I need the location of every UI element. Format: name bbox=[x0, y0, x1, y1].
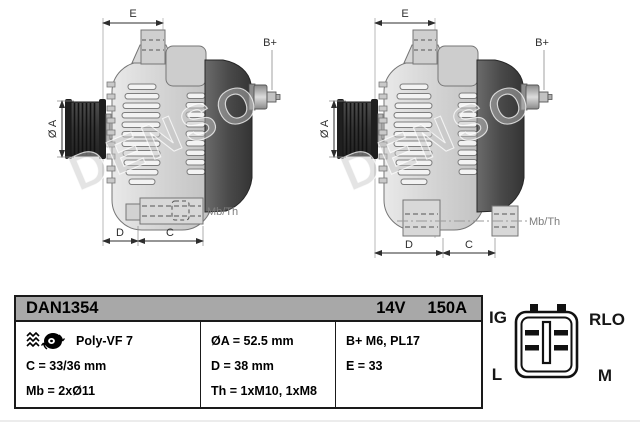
dia-a-label: Ø A bbox=[47, 119, 59, 138]
belt-type-cell: Poly-VF 7 bbox=[16, 328, 200, 353]
voltage-rating: 14V bbox=[376, 299, 406, 317]
belt-type-value: Poly-VF 7 bbox=[76, 333, 133, 348]
connector-plug-icon bbox=[514, 304, 579, 379]
left-view: DENSO E B+ Ø A D C Mb/Th bbox=[47, 8, 281, 246]
page-edge-divider bbox=[0, 420, 640, 422]
d-dimension-label: D bbox=[405, 239, 413, 251]
pulley-diameter-cell: ØA = 52.5 mm bbox=[211, 333, 294, 348]
d-dim-cell: D = 38 mm bbox=[211, 358, 274, 373]
thread-cell: Th = 1xM10, 1xM8 bbox=[211, 384, 317, 399]
b-terminal-cell: B+ M6, PL17 bbox=[346, 333, 420, 348]
pin-label-m: M bbox=[598, 366, 612, 385]
alternator-drawings: DENSO E B+ Ø A D C Mb/Th bbox=[47, 8, 560, 258]
connector-pinout: IG RLO L M bbox=[489, 304, 625, 385]
pin-label-l: L bbox=[492, 365, 502, 384]
d-dimension-label: D bbox=[116, 227, 124, 239]
mounting-cell: Mb = 2xØ11 bbox=[26, 384, 96, 399]
pin-label-rlo: RLO bbox=[589, 310, 625, 329]
e-dimension-label: E bbox=[401, 8, 408, 20]
belt-profile-icon bbox=[26, 331, 40, 347]
c-dim-cell: C = 33/36 mm bbox=[26, 358, 107, 373]
spec-table: DAN1354 14V 150A bbox=[14, 295, 483, 409]
c-dimension-label: C bbox=[166, 227, 174, 239]
e-dim-cell: E = 33 bbox=[346, 358, 383, 373]
spec-table-header: DAN1354 14V 150A bbox=[16, 297, 481, 322]
mb-th-label: Mb/Th bbox=[207, 206, 238, 218]
pulley-icon bbox=[40, 332, 66, 350]
b-plus-label: B+ bbox=[263, 37, 277, 49]
right-bottom-lugs bbox=[402, 199, 519, 237]
spec-column-3: B+ M6, PL17 E = 33 bbox=[335, 322, 481, 407]
spec-table-body: Poly-VF 7 C = 33/36 mm Mb = 2xØ11 ØA = 5… bbox=[16, 322, 481, 407]
dia-a-label: Ø A bbox=[319, 119, 331, 138]
amperage-rating: 150A bbox=[427, 299, 467, 317]
right-view: DENSO E B+ Ø A Mb/Th D C bbox=[319, 8, 560, 258]
left-bottom-lug bbox=[125, 197, 204, 225]
pin-label-ig: IG bbox=[489, 308, 507, 327]
mb-th-label: Mb/Th bbox=[529, 216, 560, 228]
belt-icons bbox=[26, 330, 70, 352]
b-plus-label: B+ bbox=[535, 37, 549, 49]
spec-column-1: Poly-VF 7 C = 33/36 mm Mb = 2xØ11 bbox=[16, 322, 200, 407]
spec-column-2: ØA = 52.5 mm D = 38 mm Th = 1xM10, 1xM8 bbox=[200, 322, 335, 407]
empty-cell bbox=[336, 379, 481, 404]
part-number: DAN1354 bbox=[26, 299, 99, 317]
c-dimension-label: C bbox=[465, 239, 473, 251]
e-dimension-label: E bbox=[129, 8, 136, 20]
